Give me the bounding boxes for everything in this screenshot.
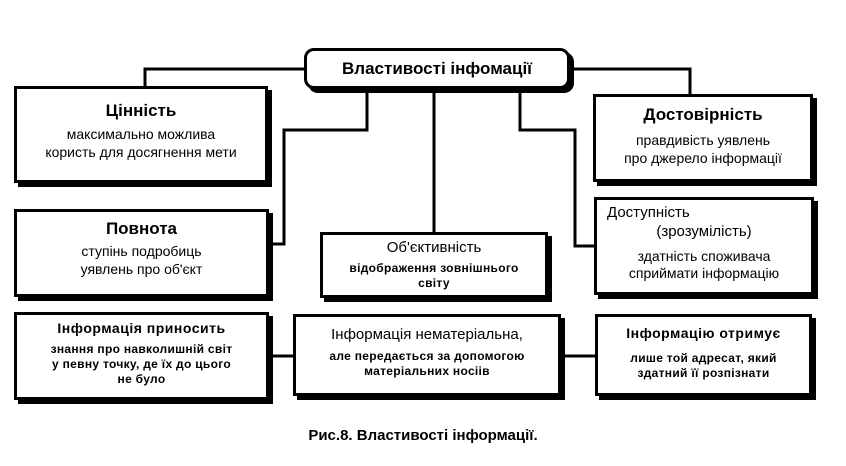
objectivity-box: Об'єктивність відображення зовнішнього с… — [320, 232, 548, 298]
reliability-title: Достовірність — [643, 105, 763, 124]
connector-root-reliability — [571, 67, 692, 95]
receives-box: Інформацію отримує лише той адресат, яки… — [595, 314, 812, 396]
brings-box: Інформація приносить знання про навколиш… — [14, 312, 269, 400]
receives-desc-line2: здатний її розпізнати — [637, 365, 770, 380]
immaterial-desc-line2: матеріальних носіів — [364, 363, 490, 378]
completeness-desc-line2: уявлень про об'єкт — [80, 260, 203, 277]
root-title: Властивості інфомації — [342, 59, 532, 78]
accessibility-title-line1: Доступність — [607, 204, 690, 221]
immaterial-desc-line1: але передається за допомогою — [329, 348, 525, 363]
completeness-title: Повнота — [105, 219, 178, 238]
completeness-box: Повнота ступінь подробиць уявлень про об… — [14, 209, 269, 297]
accessibility-desc-line1: здатність споживача — [637, 247, 771, 264]
immaterial-title: Інформація нематеріальна, — [331, 326, 523, 343]
value-title: Цінність — [105, 101, 177, 120]
value-box: Цінність максимально можлива користь для… — [14, 86, 268, 183]
accessibility-title-line2: (зрозумілість) — [656, 222, 752, 240]
brings-desc-line1: знання про навколишній світ — [50, 341, 233, 356]
root-box: Властивості інфомації — [304, 48, 570, 89]
reliability-desc-line1: правдивість уявлень — [635, 132, 771, 149]
immaterial-box: Інформація нематеріальна, але передаєтьс… — [293, 314, 561, 396]
brings-title: Інформація приносить — [57, 320, 226, 336]
connector-root-value — [143, 67, 305, 87]
reliability-desc-line2: про джерело інформації — [624, 149, 782, 166]
objectivity-desc-line1: відображення зовнішнього — [349, 260, 519, 275]
completeness-desc-line1: ступінь подробиць — [81, 243, 202, 260]
figure-caption: Рис.8. Властивості інформації. — [308, 427, 538, 444]
connector-root-accessibility — [518, 89, 594, 248]
brings-desc-line2: у певну точку, де їх до цього — [52, 356, 231, 371]
connector-root-completeness — [269, 89, 369, 246]
receives-title: Інформацію отримує — [626, 325, 781, 341]
accessibility-desc-line2: сприймати інформацію — [628, 265, 780, 281]
objectivity-title: Об'єктивність — [386, 239, 482, 256]
accessibility-box: Доступність (зрозумілість) здатність спо… — [594, 197, 814, 295]
receives-desc-line1: лише той адресат, який — [630, 350, 777, 365]
brings-desc-line3: не було — [117, 371, 166, 386]
reliability-box: Достовірність правдивість уявлень про дж… — [593, 94, 813, 182]
value-desc-line2: користь для досягнення мети — [45, 143, 237, 160]
objectivity-desc-line2: світу — [418, 275, 450, 290]
value-desc-line1: максимально можлива — [66, 126, 216, 143]
